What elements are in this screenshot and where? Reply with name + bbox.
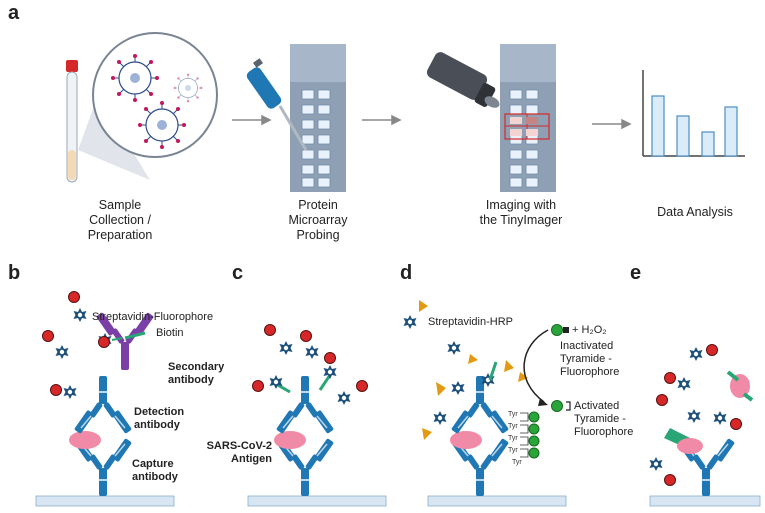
- step-analysis-caption: Data Analysis: [657, 205, 733, 219]
- panel-e-assay: [649, 344, 761, 507]
- h2o2-label: + H₂O₂: [572, 324, 607, 336]
- tube-icon: [66, 60, 78, 183]
- panel-b-assay: [35, 291, 175, 507]
- panel-d-assay: Tyr Tyr Tyr Tyr Tyr: [403, 300, 571, 507]
- panel-label-a: a: [8, 2, 20, 24]
- tyr-label: Tyr: [508, 411, 518, 418]
- arrow-icon: [232, 114, 632, 130]
- svg-text:Tyr: Tyr: [508, 423, 518, 430]
- svg-text:Tyr: Tyr: [508, 447, 518, 454]
- microarray-icon: [290, 44, 346, 192]
- pipette-icon: [246, 58, 308, 151]
- panel-label-d: d: [400, 262, 413, 284]
- panel-label-b: b: [8, 262, 21, 284]
- streptavidin-hrp-label: Streptavidin-HRP: [428, 316, 513, 328]
- panel-label-e: e: [630, 262, 642, 284]
- biotin-label: Biotin: [156, 327, 184, 339]
- panel-c-assay: [247, 324, 387, 507]
- svg-text:Tyr: Tyr: [512, 459, 522, 466]
- svg-text:Tyr: Tyr: [508, 435, 518, 442]
- microscope-icon: [426, 52, 500, 108]
- microarray-icon-2: [500, 44, 556, 192]
- bar-chart-icon: [642, 70, 745, 157]
- panel-label-c: c: [232, 262, 244, 284]
- virus-icon: [92, 32, 218, 158]
- streptavidin-fluorophore-label: Streptavidin-Fluorophore: [92, 311, 214, 323]
